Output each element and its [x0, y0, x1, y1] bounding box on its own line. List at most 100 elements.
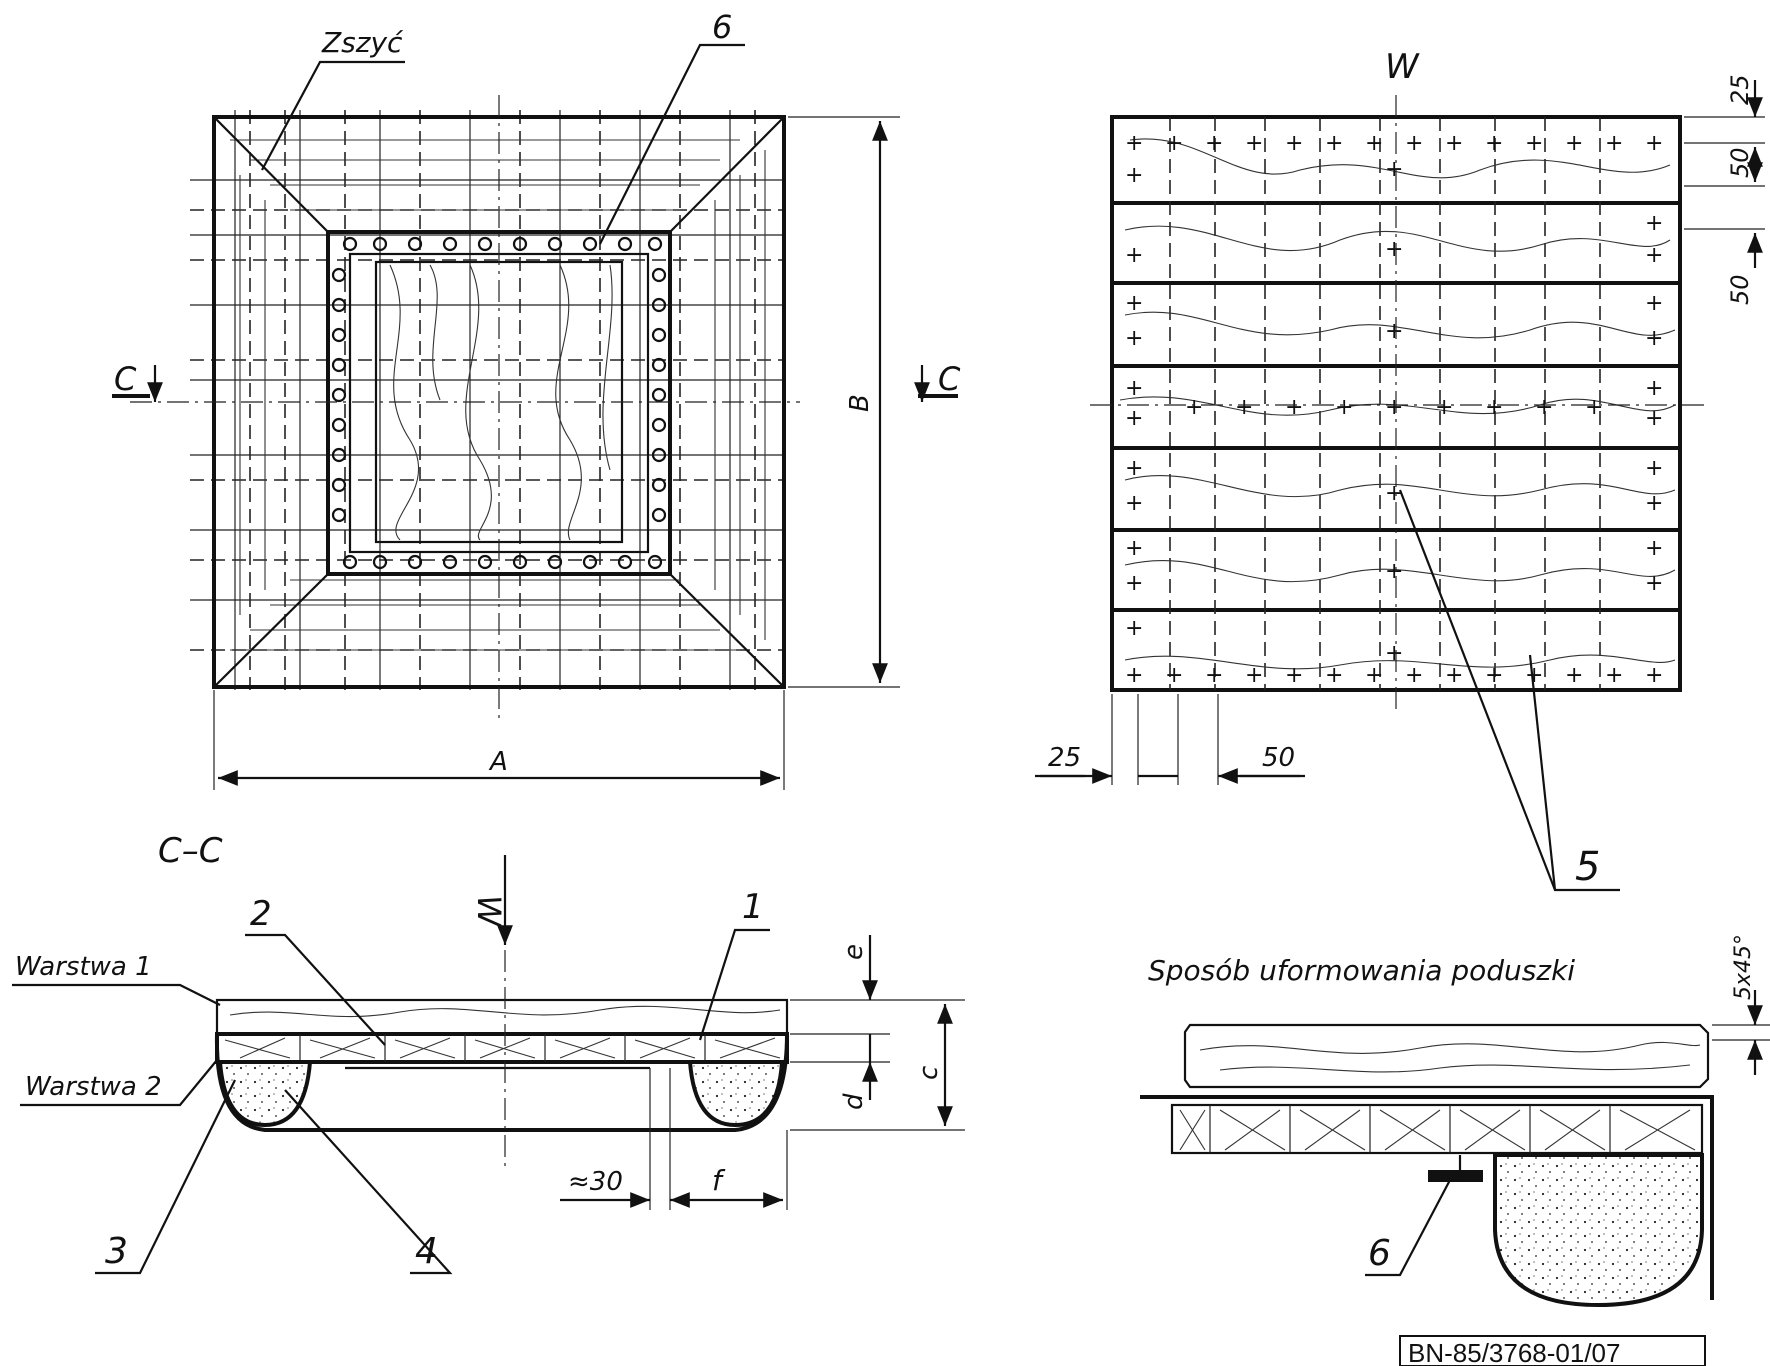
svg-text:+: + [1125, 243, 1143, 268]
svg-text:+: + [1645, 291, 1663, 316]
section-marker-left: C [112, 360, 163, 402]
svg-text:+: + [1605, 131, 1623, 156]
svg-text:+: + [1125, 536, 1143, 561]
svg-text:+: + [1605, 663, 1623, 688]
svg-text:+: + [1405, 663, 1423, 688]
layer-1-label: Warstwa 1 [15, 952, 152, 982]
svg-text:+: + [1205, 663, 1223, 688]
svg-text:+: + [1385, 559, 1403, 584]
dim-25-bottom: 25 [1048, 743, 1081, 773]
svg-text:+: + [1325, 663, 1343, 688]
svg-text:+: + [1165, 663, 1183, 688]
inner-grain [389, 264, 613, 541]
svg-text:+: + [1645, 326, 1663, 351]
stamp-code: BN-85/3768-01/07 [1408, 1338, 1620, 1366]
svg-text:+: + [1205, 131, 1223, 156]
svg-text:+: + [1125, 491, 1143, 516]
svg-text:+: + [1125, 406, 1143, 431]
load-w-top: W [1385, 47, 1420, 87]
svg-text:+: + [1125, 571, 1143, 596]
dim-d: d [839, 1093, 869, 1110]
svg-text:+: + [1525, 131, 1543, 156]
dim-a: A [488, 747, 508, 777]
section-marker-right: C [914, 360, 961, 402]
svg-text:+: + [1565, 131, 1583, 156]
section-title: C–C [158, 831, 223, 871]
svg-text:+: + [1485, 395, 1503, 420]
plan-view-top-right: +++ +++ +++ +++ +++ +++ ++++ ++++ ++++ +… [1035, 47, 1765, 892]
svg-text:+: + [1385, 157, 1403, 182]
svg-text:+: + [1365, 131, 1383, 156]
svg-text:+: + [1445, 663, 1463, 688]
svg-text:+: + [1335, 395, 1353, 420]
svg-text:+: + [1125, 163, 1143, 188]
svg-text:+: + [1125, 616, 1143, 641]
svg-text:+: + [1245, 663, 1263, 688]
section-view: C–C W Warstwa 1 Warstwa 2 [12, 831, 965, 1275]
svg-text:+: + [1245, 131, 1263, 156]
svg-text:+: + [1165, 131, 1183, 156]
chamfer-dim: 5x45° [1731, 934, 1756, 1000]
svg-text:+: + [1285, 131, 1303, 156]
part-1-label: 1 [742, 887, 764, 927]
svg-text:+: + [1125, 291, 1143, 316]
svg-text:+: + [1645, 536, 1663, 561]
part-5-label: 5 [1575, 844, 1600, 890]
svg-text:+: + [1565, 663, 1583, 688]
svg-text:+: + [1325, 131, 1343, 156]
svg-text:+: + [1645, 406, 1663, 431]
svg-text:+: + [1645, 663, 1663, 688]
section-c-right: C [938, 360, 961, 398]
layer-2-crosshatch [224, 1034, 781, 1062]
dim-f: f [712, 1164, 726, 1197]
svg-text:+: + [1385, 395, 1403, 420]
dim-b: B [845, 394, 875, 412]
svg-text:+: + [1645, 211, 1663, 236]
part-2-label: 2 [250, 894, 272, 934]
svg-text:+: + [1535, 395, 1553, 420]
load-w-section: W [470, 895, 508, 928]
detail-crosshatch [1179, 1105, 1696, 1153]
nail-markers: +++ +++ +++ +++ +++ +++ ++++ ++++ ++++ +… [1125, 131, 1663, 688]
svg-text:+: + [1645, 376, 1663, 401]
dim-50-right-b: 50 [1726, 274, 1754, 305]
detail-cushion [1493, 1153, 1704, 1308]
rivet-circles [331, 236, 667, 570]
svg-text:+: + [1485, 663, 1503, 688]
svg-text:+: + [1645, 571, 1663, 596]
svg-text:+: + [1445, 131, 1463, 156]
dim-50-bottom: 50 [1262, 743, 1295, 773]
svg-text:+: + [1285, 395, 1303, 420]
svg-text:+: + [1235, 395, 1253, 420]
svg-text:+: + [1385, 641, 1403, 666]
svg-text:+: + [1645, 456, 1663, 481]
dim-approx-30: ≈30 [568, 1167, 623, 1197]
detail-view: Sposób uformowania poduszki 6 5x4 [1140, 934, 1770, 1308]
plan-view-top-left: Zszyć 6 C C A B [112, 8, 961, 790]
svg-text:+: + [1645, 131, 1663, 156]
svg-text:+: + [1125, 131, 1143, 156]
document-stamp: BN-85/3768-01/07 [1399, 1335, 1706, 1366]
dim-50-right-a: 50 [1726, 147, 1754, 178]
svg-text:+: + [1645, 491, 1663, 516]
section-c-left: C [114, 360, 137, 398]
seam-label: Zszyć [321, 26, 404, 59]
svg-text:+: + [1125, 326, 1143, 351]
part-3-label: 3 [105, 1231, 128, 1272]
dim-c: c [914, 1066, 944, 1080]
svg-text:+: + [1645, 243, 1663, 268]
svg-text:+: + [1525, 663, 1543, 688]
svg-text:+: + [1385, 481, 1403, 506]
layer-2-label: Warstwa 2 [25, 1072, 162, 1102]
svg-text:+: + [1385, 319, 1403, 344]
svg-text:+: + [1185, 395, 1203, 420]
grid-lines [190, 110, 785, 690]
dim-e: e [839, 944, 869, 960]
svg-text:+: + [1125, 663, 1143, 688]
svg-text:+: + [1285, 663, 1303, 688]
detail-title: Sposób uformowania poduszki [1148, 954, 1575, 987]
cushion-right [687, 1060, 785, 1128]
svg-text:+: + [1485, 131, 1503, 156]
svg-text:+: + [1435, 395, 1453, 420]
